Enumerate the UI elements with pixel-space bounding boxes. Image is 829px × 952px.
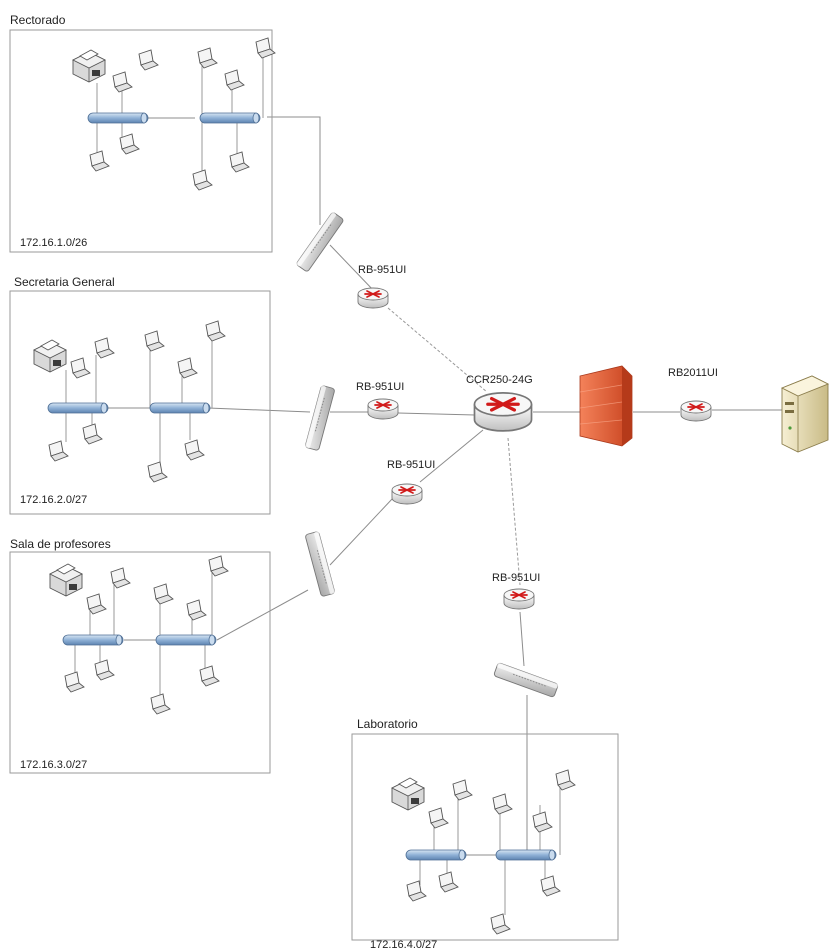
printer-icon <box>49 563 83 597</box>
bus-segment-icon <box>199 112 261 124</box>
router-label: CCR250-24G <box>466 374 533 386</box>
laptop-icon <box>205 320 226 342</box>
laptop-icon <box>70 357 91 379</box>
laptop-icon <box>177 357 198 379</box>
bus-segment-icon <box>62 634 124 646</box>
link-switch1-router1 <box>329 244 376 293</box>
segment-title: Laboratorio <box>357 717 418 731</box>
segment-title: Secretaria General <box>14 275 115 289</box>
link-router2-core <box>397 412 476 416</box>
laptop-icon <box>452 779 473 801</box>
router-label: RB-951UI <box>387 459 435 471</box>
link-switch3-router3 <box>329 497 394 566</box>
link-router4-switch4 <box>519 611 525 667</box>
laptop-icon <box>428 807 449 829</box>
laptop-icon <box>490 913 511 935</box>
subnet-label: 172.16.1.0/26 <box>20 237 87 249</box>
segment-box <box>9 290 271 515</box>
segment-box <box>9 551 271 774</box>
laptop-icon <box>138 49 159 71</box>
switch-icon <box>304 384 336 452</box>
router-rectorado: RB-951UI <box>357 264 406 309</box>
segment-rectorado: Rectorado 172.16.1.0/26 <box>9 13 276 253</box>
bus-segment-icon <box>155 634 217 646</box>
router-secretaria: RB-951UI <box>356 381 404 420</box>
laptop-icon <box>89 150 110 172</box>
server-icon <box>780 375 829 453</box>
laptop-icon <box>48 440 69 462</box>
segment-box <box>9 29 273 253</box>
subnet-label: 172.16.3.0/27 <box>20 759 87 771</box>
router-label: RB-951UI <box>492 572 540 584</box>
firewall-icon <box>579 365 633 447</box>
subnet-label: 172.16.2.0/27 <box>20 494 87 506</box>
link-router1-core <box>387 307 488 393</box>
router-label: RB2011UI <box>668 367 718 379</box>
segment-title: Rectorado <box>10 13 66 27</box>
bus-segment-icon <box>47 402 109 414</box>
laptop-icon <box>184 439 205 461</box>
link-secretaria-switch <box>207 407 311 413</box>
bus-segment-icon <box>87 112 149 124</box>
bus-segment-icon <box>495 849 557 861</box>
laptop-icon <box>186 599 207 621</box>
laptop-icon <box>119 133 140 155</box>
router-icon <box>503 588 535 610</box>
switch-icon <box>493 661 559 699</box>
drop-lines <box>65 340 213 462</box>
laptop-icon <box>153 583 174 605</box>
laptop-icon <box>199 665 220 687</box>
router-sala: RB-951UI <box>387 459 435 505</box>
printer-icon <box>391 777 425 811</box>
link-core-router4 <box>507 437 521 586</box>
router-icon <box>391 483 423 505</box>
router-label: RB-951UI <box>358 264 406 276</box>
bus-segment-icon <box>405 849 467 861</box>
subnet-label: 172.16.4.0/27 <box>370 939 437 951</box>
laptop-icon <box>492 793 513 815</box>
segment-sala-de-profesores: Sala de profesores 172.16.3.0/27 <box>9 537 271 774</box>
segment-secretaria-general: Secretaria General 172.16.2.0/27 <box>9 275 271 515</box>
router-icon <box>357 287 389 309</box>
link-sala-switch <box>216 589 309 641</box>
router-icon <box>367 398 399 420</box>
connection-lines <box>207 116 782 855</box>
router-icon <box>472 391 534 433</box>
segment-laboratorio: Laboratorio 172.16.4.0/27 <box>351 717 619 951</box>
laptop-icon <box>540 875 561 897</box>
segment-title: Sala de profesores <box>10 537 111 551</box>
drop-lines <box>419 780 561 915</box>
link-router3-core <box>419 429 484 483</box>
laptop-icon <box>144 330 165 352</box>
laptop-icon <box>224 69 245 91</box>
drop-lines <box>74 570 213 695</box>
bus-segment-icon <box>149 402 211 414</box>
printer-icon <box>72 49 106 83</box>
laptop-icon <box>82 423 103 445</box>
laptop-icon <box>64 671 85 693</box>
laptop-icon <box>192 169 213 191</box>
laptop-icon <box>94 337 115 359</box>
link-rectorado-switch <box>267 116 321 225</box>
router-label: RB-951UI <box>356 381 404 393</box>
router-laboratorio: RB-951UI <box>492 572 540 610</box>
laptop-icon <box>555 769 576 791</box>
laptop-icon <box>406 880 427 902</box>
laptop-icon <box>229 151 250 173</box>
laptop-icon <box>197 47 218 69</box>
router-core: CCR250-24G <box>466 374 534 433</box>
router-icon <box>680 400 712 422</box>
router-edge: RB2011UI <box>668 367 718 422</box>
laptop-icon <box>112 71 133 93</box>
laptop-icon <box>147 461 168 483</box>
printer-icon <box>33 339 67 373</box>
laptop-icon <box>438 871 459 893</box>
segment-box <box>351 733 619 941</box>
laptop-icon <box>94 659 115 681</box>
laptop-icon <box>150 693 171 715</box>
laptop-icon <box>532 811 553 833</box>
